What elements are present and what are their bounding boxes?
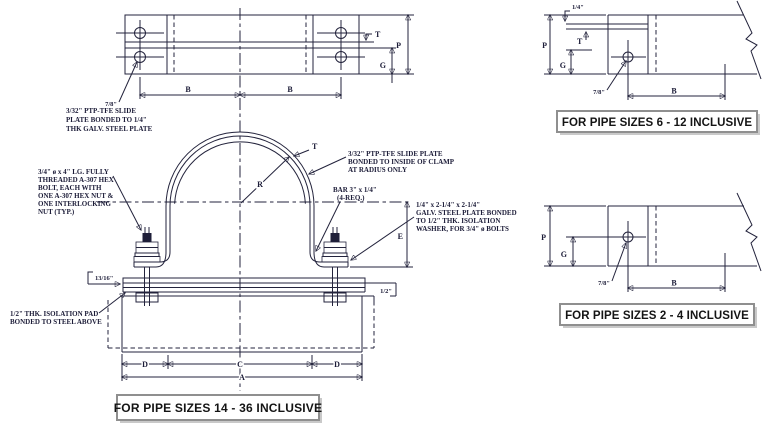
dim-a: A [239, 373, 245, 382]
detail24-dim-78: 7/8" [598, 280, 610, 287]
detail-2-4: P G 7/8" B FOR PIPE SIZES 2 - 4 INCLUSIV… [540, 192, 762, 328]
break-line [736, 0, 762, 80]
svg-text:PLATE BONDED TO 1/4": PLATE BONDED TO 1/4" [66, 116, 147, 124]
slide-plate-callout: 3/32" PTP-TFE SLIDE PLATE BONDED TO INSI… [309, 150, 455, 174]
detail612-dim-t: T [577, 37, 583, 46]
detail612-dim-b: B [671, 87, 677, 96]
galv-plate-callout: 1/4" x 2-1/4" x 2-1/4" GALV. STEEL PLATE… [351, 201, 517, 260]
svg-text:ONE INTERLOCKING: ONE INTERLOCKING [38, 200, 111, 208]
detail612-dim-quarter: 1/4" [572, 4, 584, 11]
svg-text:3/4" ø x 4" LG. FULLY: 3/4" ø x 4" LG. FULLY [38, 168, 109, 176]
detail612-dim-p: P [542, 41, 547, 50]
svg-text:THK GALV. STEEL PLATE: THK GALV. STEEL PLATE [66, 125, 153, 133]
svg-text:GALV. STEEL PLATE BONDED: GALV. STEEL PLATE BONDED [416, 209, 517, 217]
plan-slide-plate-callout: 3/32" PTP-TFE SLIDE PLATE BONDED TO 1/4"… [66, 107, 153, 133]
plan-dim-t: T [375, 30, 381, 39]
detail612-dim-g: G [560, 61, 566, 70]
dim-e: E [398, 232, 403, 241]
svg-text:BONDED TO INSIDE OF CLAMP: BONDED TO INSIDE OF CLAMP [348, 158, 455, 166]
detail24-dim-b: B [671, 279, 677, 288]
svg-text:3/32" PTP-TFE SLIDE PLATE: 3/32" PTP-TFE SLIDE PLATE [348, 150, 443, 158]
slide-plate-assembly [122, 277, 366, 293]
bolt-callout: 3/4" ø x 4" LG. FULLY THREADED A-307 HEX… [38, 168, 141, 230]
slide-plate-liner [174, 141, 306, 204]
plan-dim-g: G [380, 61, 386, 70]
dim-t-arc: T [312, 142, 318, 151]
detail-6-12-title: FOR PIPE SIZES 6 - 12 INCLUSIVE [562, 117, 753, 129]
svg-text:(4-REQ.): (4-REQ.) [337, 194, 365, 202]
dim-d1: D [142, 360, 148, 369]
plan-dim-78: 7/8" [105, 101, 117, 108]
detail-2-4-title-box: FOR PIPE SIZES 2 - 4 INCLUSIVE [559, 303, 757, 328]
dim-c: C [237, 360, 243, 369]
detail24-dim-g: G [561, 250, 567, 259]
clamp-band [133, 131, 349, 268]
svg-text:3/32" PTP-TFE SLIDE: 3/32" PTP-TFE SLIDE [66, 107, 136, 115]
detail-6-12-title-box: FOR PIPE SIZES 6 - 12 INCLUSIVE [556, 110, 760, 135]
detail-2-4-bolt [566, 221, 646, 292]
detail612-dim-78: 7/8" [593, 89, 605, 96]
svg-text:AT RADIUS ONLY: AT RADIUS ONLY [348, 166, 407, 174]
svg-text:BOLT, EACH WITH: BOLT, EACH WITH [38, 184, 102, 192]
dim-r: R [257, 180, 263, 189]
svg-text:ONE A-307 HEX NUT &: ONE A-307 HEX NUT & [38, 192, 113, 200]
plan-view: B B P T G 7/8" 3/32" PTP-TFE SLIDE PLATE… [66, 15, 414, 133]
bottom-dimensions: D C D A [122, 354, 362, 384]
detail-2-4-title: FOR PIPE SIZES 2 - 4 INCLUSIVE [565, 310, 749, 322]
plan-bolt-holes [116, 20, 365, 70]
svg-text:THREADED A-307 HEX: THREADED A-307 HEX [38, 176, 114, 184]
plan-plate-outline [124, 14, 360, 75]
svg-text:BONDED TO STEEL ABOVE: BONDED TO STEEL ABOVE [10, 318, 102, 326]
break-line [736, 192, 762, 272]
bar-callout: BAR 3" x 1/4" (4-REQ.) [316, 186, 377, 251]
detail24-dim-p: P [541, 233, 546, 242]
svg-text:TO 1/2" THK. ISOLATION: TO 1/2" THK. ISOLATION [416, 217, 500, 225]
main-title-box: FOR PIPE SIZES 14 - 36 INCLUSIVE [114, 394, 322, 423]
plan-dim-p: P [396, 41, 401, 50]
main-title: FOR PIPE SIZES 14 - 36 INCLUSIVE [114, 401, 322, 415]
dim-1316: 13/16" [95, 275, 113, 282]
dim-d2: D [334, 360, 340, 369]
right-bolt-assembly [321, 227, 349, 306]
support-steel [107, 295, 375, 353]
svg-text:BAR 3" x 1/4": BAR 3" x 1/4" [333, 186, 377, 194]
elevation-view: D C D A E 1/2" 13/16" T R 3/4" ø x 4" LG… [10, 131, 517, 423]
isolation-pad-callout: 1/2" THK. ISOLATION PAD BONDED TO STEEL … [10, 293, 125, 326]
svg-text:1/4" x 2-1/4" x 2-1/4": 1/4" x 2-1/4" x 2-1/4" [416, 201, 480, 209]
left-bolt-assembly [133, 227, 161, 306]
dim-half: 1/2" [380, 288, 392, 295]
detail-6-12-bolt [611, 40, 646, 100]
plan-dim-b1: B [185, 85, 191, 94]
svg-text:NUT (TYP.): NUT (TYP.) [38, 208, 75, 216]
svg-text:1/2" THK. ISOLATION PAD: 1/2" THK. ISOLATION PAD [10, 310, 98, 318]
svg-text:WASHER, FOR 3/4" ø BOLTS: WASHER, FOR 3/4" ø BOLTS [416, 225, 509, 233]
plan-dim-b2: B [287, 85, 293, 94]
detail-6-12: P 1/4" T G 7/8" B FOR PIPE SIZES 6 - 12 … [541, 0, 762, 135]
